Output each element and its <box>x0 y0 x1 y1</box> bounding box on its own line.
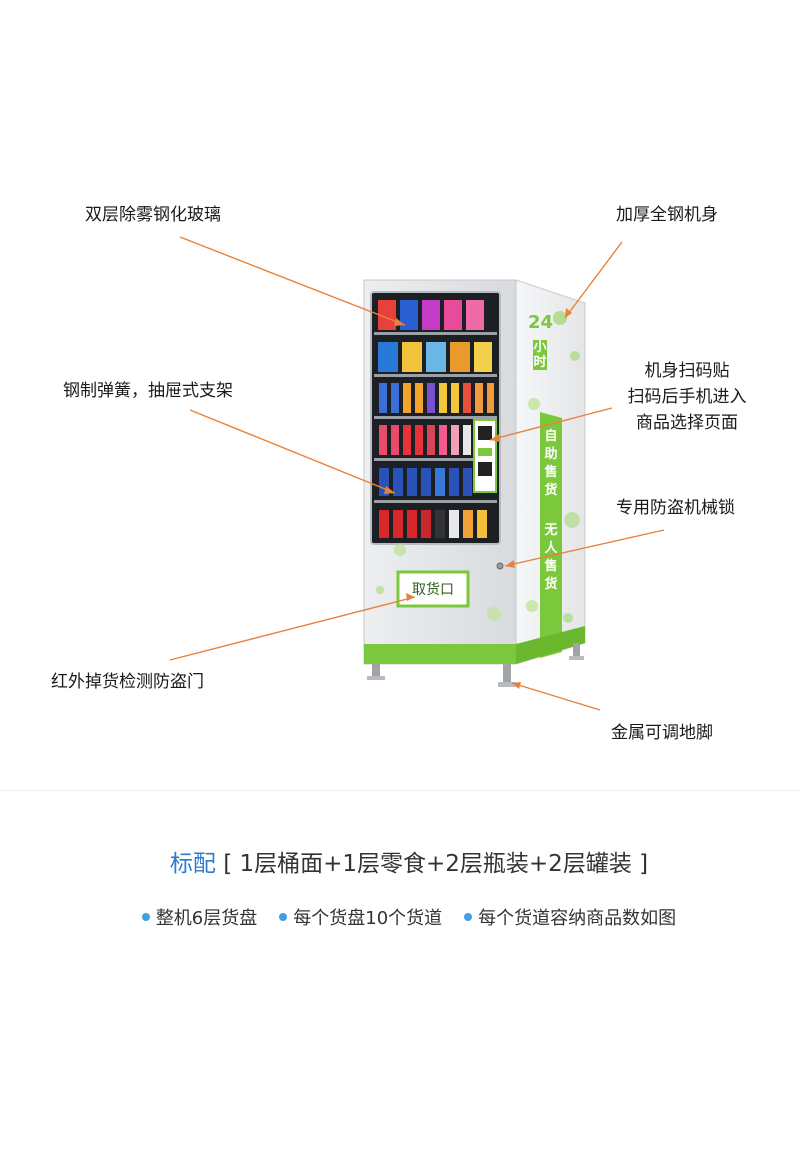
side-green-banner <box>540 412 562 658</box>
callout-lock: 专用防盗机械锁 <box>616 498 735 518</box>
spec-bullets: 整机6层货盘 每个货盘10个货道 每个货道容纳商品数如图 <box>58 904 760 930</box>
adjustable-foot <box>498 682 516 687</box>
bullet-dot-icon <box>464 913 473 921</box>
spec-bullet: 每个货道容纳商品数如图 <box>464 904 676 930</box>
spec-panel: 标配 [ 1层桶面+1层零食+2层瓶装+2层罐装 ] 整机6层货盘 每个货盘10… <box>58 828 760 946</box>
callout-arrows <box>169 236 665 711</box>
vending-machine-illustration <box>169 236 665 711</box>
bullet-dot-icon <box>141 913 150 921</box>
badge-text: 小时 <box>533 340 547 370</box>
spec-bullet-text: 每个货盘10个货道 <box>293 908 443 929</box>
side-text-self-service: 自助售货 <box>544 429 558 498</box>
spec-bullet: 整机6层货盘 <box>141 904 258 930</box>
pickup-port <box>396 570 470 608</box>
spec-title: 标配 [ 1层桶面+1层零食+2层瓶装+2层罐装 ] <box>58 844 760 878</box>
callout-scan-line3: 商品选择页面 <box>636 413 738 433</box>
callout-glass: 双层除雾钢化玻璃 <box>85 205 221 225</box>
callout-adjustable-feet: 金属可调地脚 <box>611 723 713 743</box>
callout-scan-sticker: 机身扫码贴 扫码后手机进入 商品选择页面 <box>612 358 762 436</box>
callout-scan-line1: 机身扫码贴 <box>644 361 730 381</box>
top-blank-area <box>0 0 800 200</box>
callout-anti-theft-door: 红外掉货检测防盗门 <box>51 672 204 692</box>
callout-scan-line2: 扫码后手机进入 <box>627 387 747 407</box>
bullet-dot-icon <box>279 913 288 921</box>
badge-number: 24 <box>528 312 554 333</box>
spec-bullet-text: 每个货道容纳商品数如图 <box>478 908 677 929</box>
product-shelves <box>374 300 497 538</box>
spec-title-detail: [ 1层桶面+1层零食+2层瓶装+2层罐装 ] <box>223 851 649 877</box>
callout-steel-spring: 钢制弹簧，抽屉式支架 <box>63 381 233 401</box>
side-text-unmanned: 无人售货 <box>544 523 558 592</box>
pickup-label: 取货口 <box>412 582 454 598</box>
lock <box>496 562 504 570</box>
callout-steel-body: 加厚全钢机身 <box>616 205 718 225</box>
spec-bullet: 每个货盘10个货道 <box>279 904 442 930</box>
section-divider <box>0 790 800 791</box>
spec-bullet-text: 整机6层货盘 <box>155 908 258 929</box>
spec-title-accent: 标配 <box>169 851 216 877</box>
